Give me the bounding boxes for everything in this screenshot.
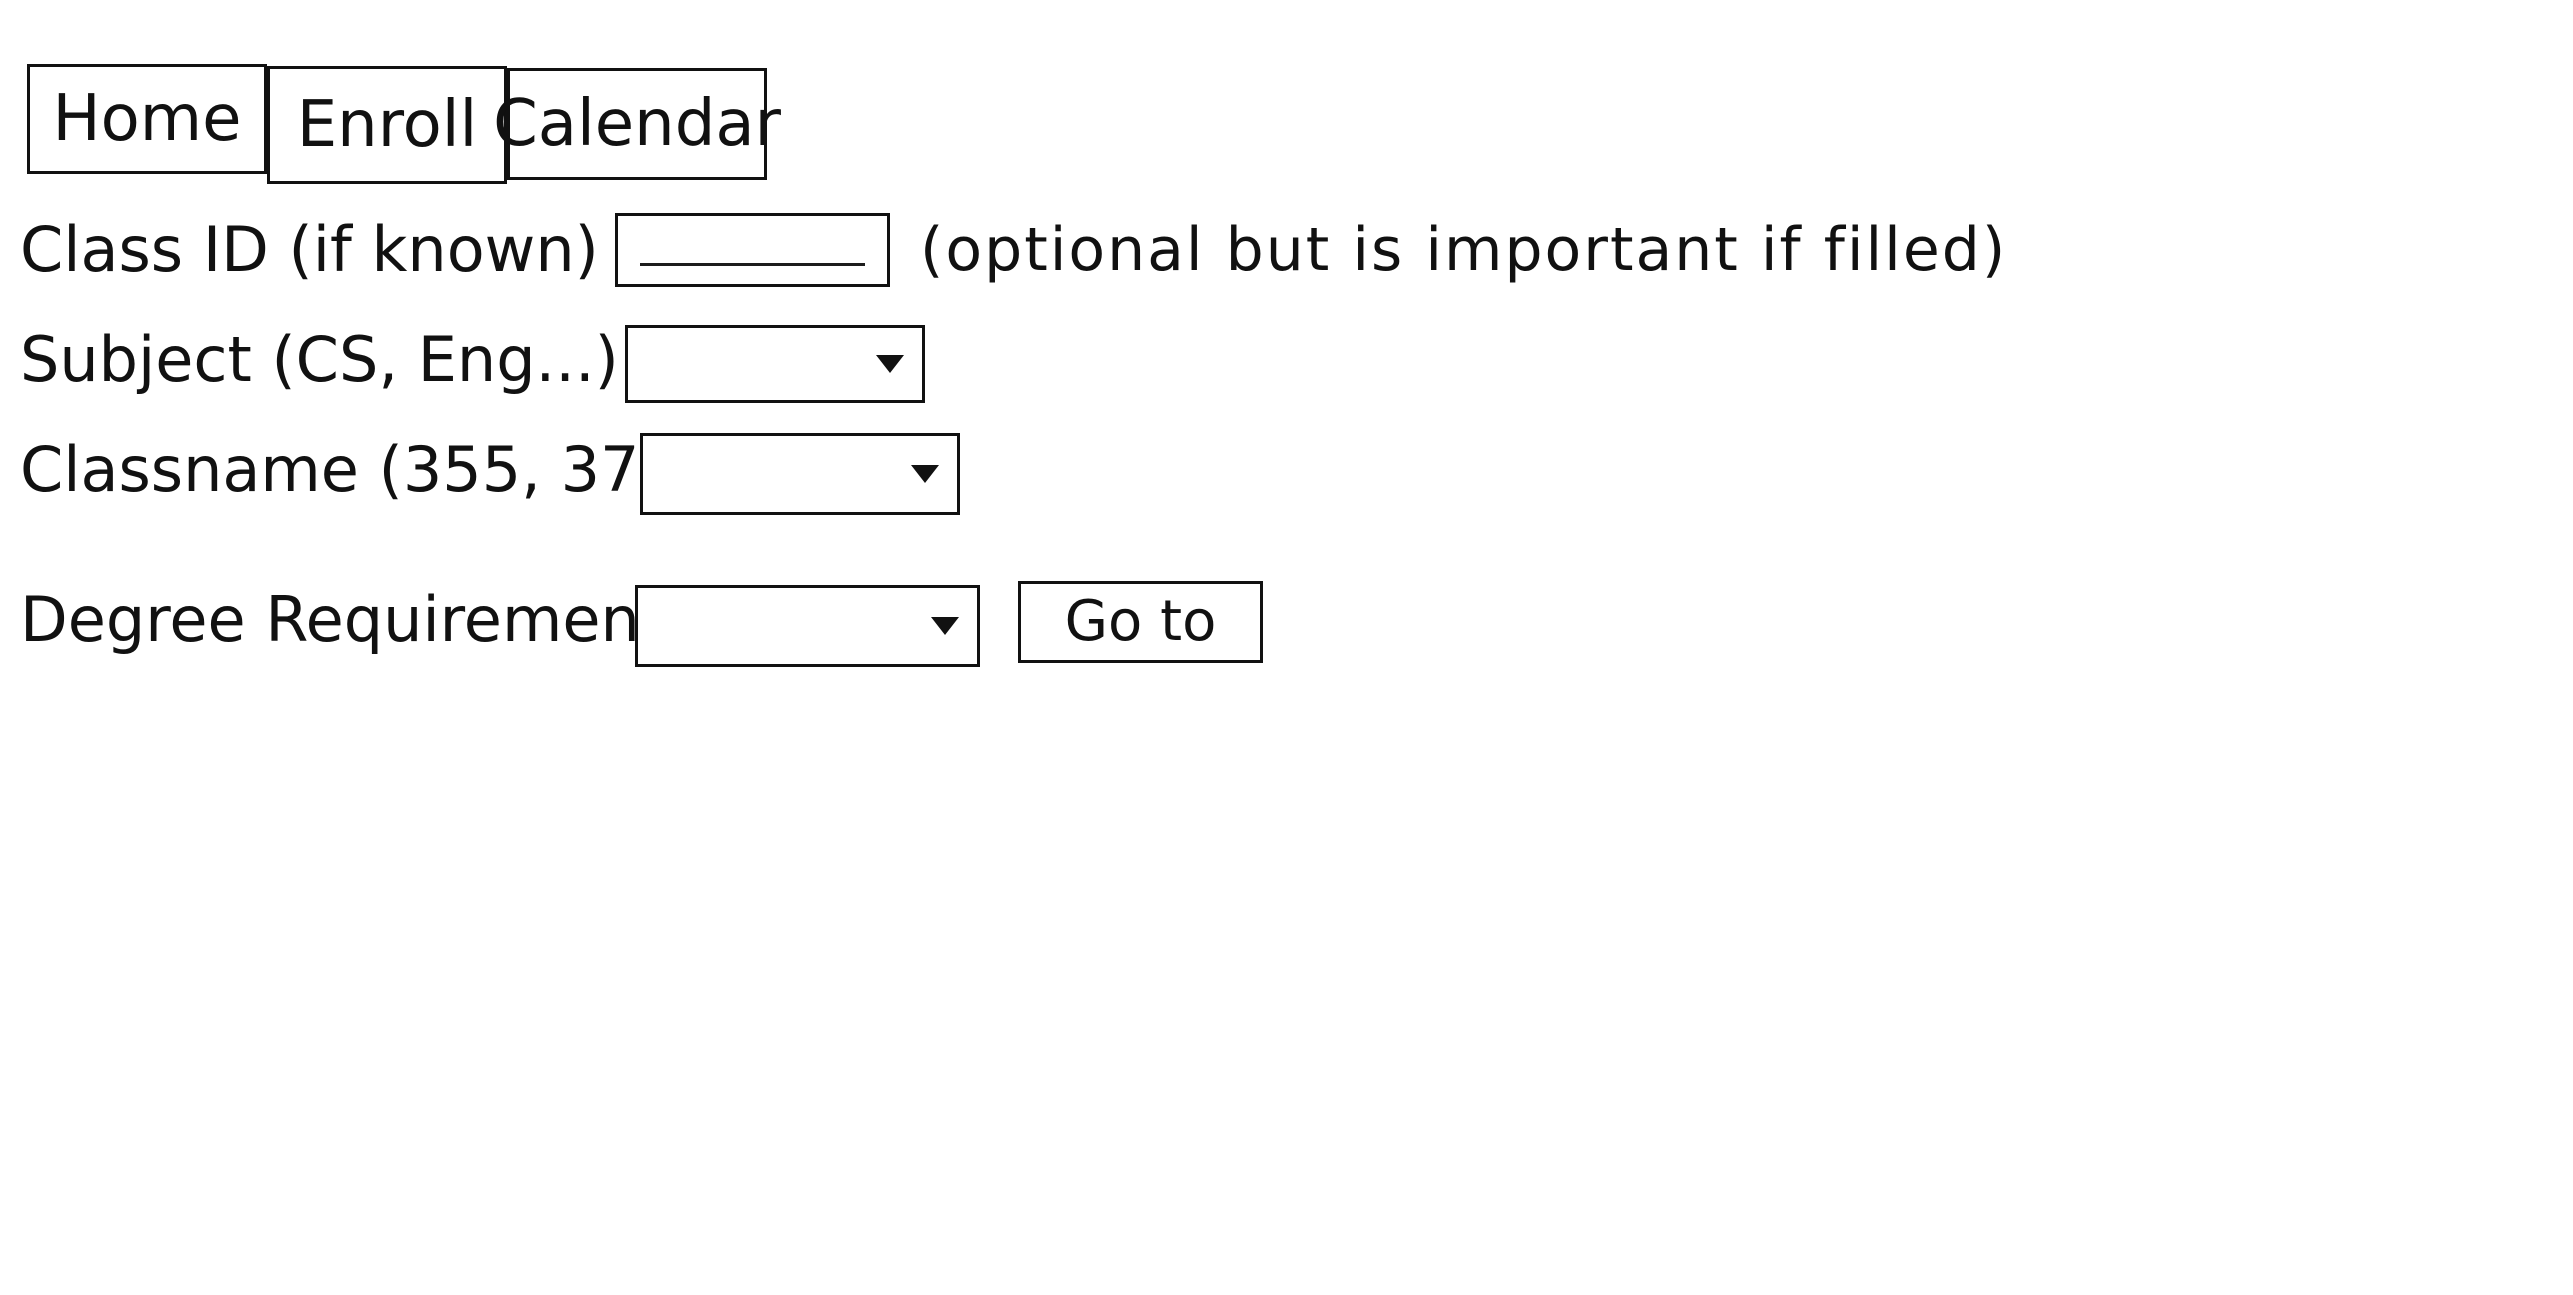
classname-row: Classname (355, 370) : [0, 415, 2573, 525]
subject-label-text: Subject (CS, Eng...) [20, 323, 619, 396]
chevron-down-icon [876, 355, 904, 373]
subject-row: Subject (CS, Eng...) : [0, 305, 2573, 415]
class-id-row: Class ID (if known) : (optional but is i… [0, 195, 2573, 305]
degree-requirements-label: Degree Requirements : [20, 565, 727, 675]
subject-dropdown[interactable] [625, 325, 925, 403]
class-id-input-box[interactable] [615, 213, 890, 287]
tab-enroll[interactable]: Enroll [267, 66, 507, 184]
class-id-note: (optional but is important if filled) [920, 215, 2008, 285]
classname-label-text: Classname (355, 370) [20, 433, 704, 506]
top-tabs: Home Enroll Calendar [27, 64, 787, 184]
class-id-input[interactable] [636, 216, 869, 284]
class-id-label-text: Class ID (if known) [20, 213, 599, 286]
degree-requirements-row: Degree Requirements : Go to [0, 565, 2573, 675]
tab-home-label: Home [52, 82, 242, 156]
degree-requirements-dropdown[interactable] [635, 585, 980, 667]
subject-label: Subject (CS, Eng...) : [20, 305, 650, 415]
tab-enroll-label: Enroll [296, 88, 478, 162]
classname-label: Classname (355, 370) : [20, 415, 734, 525]
degree-requirements-label-text: Degree Requirements [20, 583, 697, 656]
class-id-label: Class ID (if known) : [20, 195, 630, 305]
go-to-button-label: Go to [1064, 589, 1217, 654]
go-to-button[interactable]: Go to [1018, 581, 1263, 663]
chevron-down-icon [931, 617, 959, 635]
chevron-down-icon [911, 465, 939, 483]
tab-home[interactable]: Home [27, 64, 267, 174]
tab-calendar-label: Calendar [493, 87, 781, 161]
classname-dropdown[interactable] [640, 433, 960, 515]
tab-calendar[interactable]: Calendar [493, 68, 781, 180]
